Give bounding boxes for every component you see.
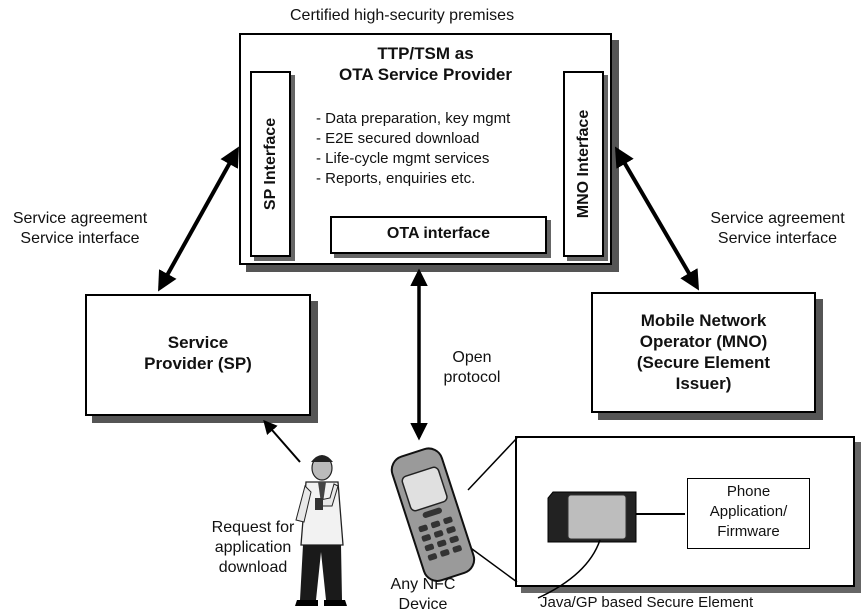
service-provider-box: Service Provider (SP) xyxy=(85,294,311,416)
ttp-services-list: - Data preparation, key mgmt - E2E secur… xyxy=(316,109,510,189)
sp-ttp-arrow xyxy=(158,146,239,292)
right-link-line2: Service interface xyxy=(717,230,838,247)
mno-box: Mobile Network Operator (MNO) (Secure El… xyxy=(591,292,816,413)
mno-interface-box: MNO Interface xyxy=(563,71,604,257)
request-label: Request for application download xyxy=(208,518,298,578)
ttp-mno-arrow xyxy=(614,146,700,291)
mno-line3: (Secure Element xyxy=(636,353,771,372)
phone-app-line3: Firmware xyxy=(717,523,780,540)
left-link-line1: Service agreement xyxy=(12,210,148,227)
device-line2: Device xyxy=(398,596,448,613)
sp-line1: Service xyxy=(167,333,229,352)
protocol-line2: protocol xyxy=(443,369,501,386)
mobile-phone-icon xyxy=(390,447,476,582)
ota-interface-box: OTA interface xyxy=(330,216,547,254)
left-link-label: Service agreement Service interface xyxy=(0,209,160,249)
ota-interface-label: OTA interface xyxy=(386,225,491,242)
phone-app-line1: Phone xyxy=(726,483,771,500)
mno-line4: Issuer) xyxy=(675,374,732,393)
person-icon xyxy=(295,455,347,606)
ttp-title-line2: OTA Service Provider xyxy=(339,65,512,84)
open-protocol-label: Open protocol xyxy=(432,348,512,388)
request-line3: download xyxy=(218,559,288,576)
secure-element-label: Java/GP based Secure Element xyxy=(540,594,754,611)
ttp-tsm-box: TTP/TSM as OTA Service Provider SP Inter… xyxy=(239,33,612,265)
service-item: - E2E secured download xyxy=(316,130,480,147)
request-arrow xyxy=(263,419,301,463)
right-link-label: Service agreement Service interface xyxy=(690,209,865,249)
mno-label: Mobile Network Operator (MNO) (Secure El… xyxy=(593,310,814,394)
service-item: - Life-cycle mgmt services xyxy=(316,150,490,167)
left-link-line2: Service interface xyxy=(20,230,140,247)
request-line1: Request for xyxy=(211,519,295,536)
ttp-title-line1: TTP/TSM as xyxy=(377,44,474,63)
premises-label: Certified high-security premises xyxy=(290,7,515,24)
zoom-line xyxy=(467,437,518,491)
phone-app-label: Phone Application/ Firmware xyxy=(688,482,809,542)
service-item: - Data preparation, key mgmt xyxy=(316,110,511,127)
protocol-line1: Open xyxy=(452,349,492,366)
ttp-title: TTP/TSM as OTA Service Provider xyxy=(241,43,610,85)
sp-line2: Provider (SP) xyxy=(144,354,252,373)
service-item: - Reports, enquiries etc. xyxy=(316,170,476,187)
sp-interface-box: SP Interface xyxy=(250,71,291,257)
zoom-line xyxy=(467,545,518,583)
secure-element-leader xyxy=(537,539,601,599)
mno-line2: Operator (MNO) xyxy=(639,332,768,351)
phone-app-line2: Application/ xyxy=(709,503,788,520)
phone-app-box: Phone Application/ Firmware xyxy=(687,478,810,549)
request-line2: application xyxy=(214,539,292,556)
mno-line1: Mobile Network xyxy=(640,311,767,330)
service-provider-label: Service Provider (SP) xyxy=(87,332,309,374)
sim-card-icon xyxy=(547,491,637,543)
right-link-line1: Service agreement xyxy=(710,210,845,227)
